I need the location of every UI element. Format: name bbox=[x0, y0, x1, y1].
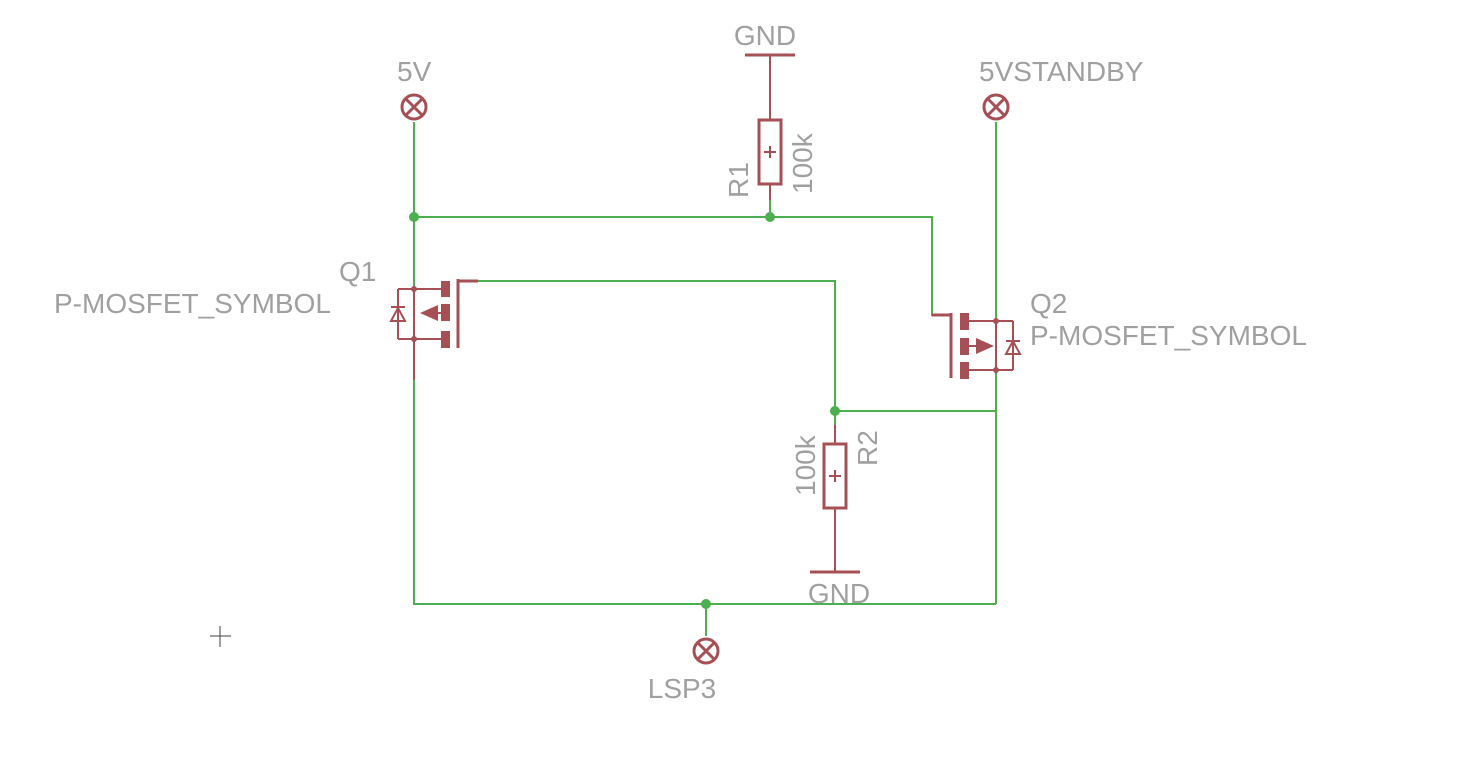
resistor-r1[interactable] bbox=[757, 118, 783, 200]
mosfet-q1[interactable] bbox=[389, 279, 478, 380]
junctions bbox=[409, 212, 840, 609]
q2-value-label: P-MOSFET_SYMBOL bbox=[1030, 320, 1307, 351]
junction-dot bbox=[830, 406, 840, 416]
wire-5v-net[interactable] bbox=[413, 122, 951, 316]
supply-5v-label: 5V bbox=[397, 56, 432, 87]
lsp3-terminal[interactable] bbox=[692, 637, 720, 665]
wire-q1-gate-net[interactable] bbox=[476, 280, 996, 412]
wire-output-net[interactable] bbox=[413, 380, 996, 605]
r1-value-label: 100k bbox=[787, 132, 818, 194]
q1-name-label: Q1 bbox=[339, 256, 376, 287]
mosfet-q2[interactable] bbox=[932, 313, 1022, 379]
gnd-top-label: GND bbox=[734, 20, 796, 51]
crosshair-cursor-icon bbox=[210, 626, 231, 647]
resistor-r2[interactable] bbox=[822, 425, 848, 572]
q1-value-label: P-MOSFET_SYMBOL bbox=[54, 288, 331, 319]
r2-name-label: R2 bbox=[852, 430, 883, 466]
junction-dot bbox=[409, 212, 419, 222]
supply-5vstandby-terminal[interactable] bbox=[982, 93, 1010, 121]
r2-value-label: 100k bbox=[790, 434, 821, 496]
gnd-symbol-top[interactable] bbox=[745, 53, 795, 120]
q2-name-label: Q2 bbox=[1030, 288, 1067, 319]
supply-5v-terminal[interactable] bbox=[400, 93, 428, 121]
net-wires bbox=[413, 122, 997, 636]
r1-name-label: R1 bbox=[723, 162, 754, 198]
supply-5vstandby-label: 5VSTANDBY bbox=[979, 56, 1144, 87]
lsp3-label: LSP3 bbox=[648, 673, 717, 704]
gnd-bottom-label: GND bbox=[808, 578, 870, 609]
junction-dot bbox=[701, 599, 711, 609]
junction-dot bbox=[765, 212, 775, 222]
